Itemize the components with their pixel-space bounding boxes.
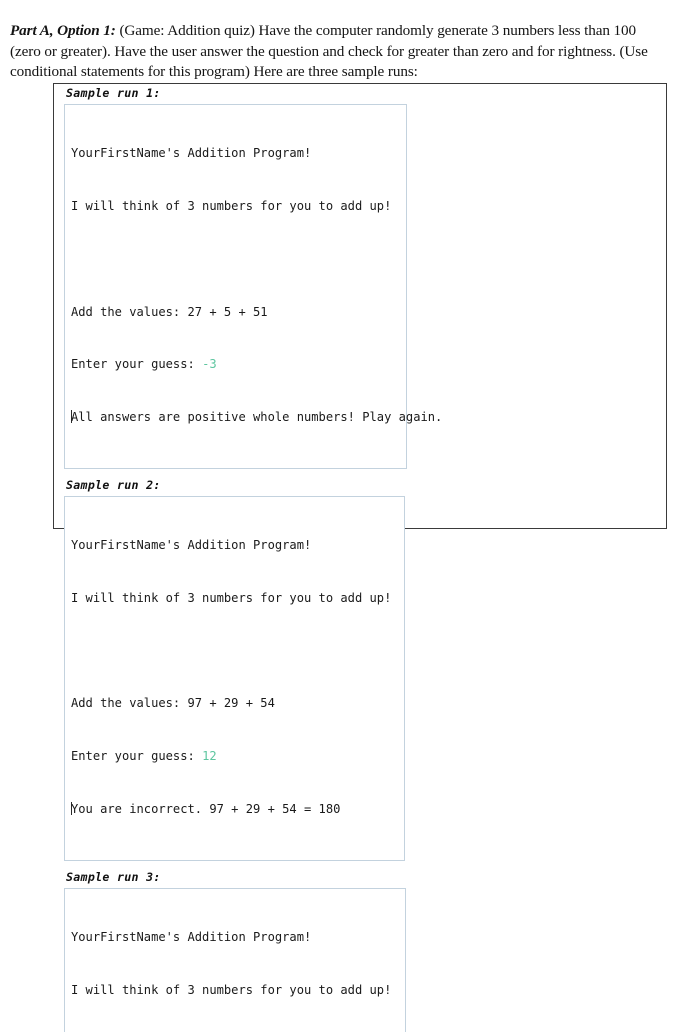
prompt-lead-label: Part A, Option 1: bbox=[10, 22, 116, 40]
console-line-title: YourFirstName's Addition Program! bbox=[71, 146, 312, 161]
console-line-blank bbox=[71, 251, 398, 269]
sample-run-group-1: Sample run 1: YourFirstName's Addition P… bbox=[64, 85, 442, 469]
sample-run-1-label: Sample run 1: bbox=[66, 86, 161, 100]
text-caret-icon bbox=[71, 410, 72, 424]
console-output-1: YourFirstName's Addition Program! I will… bbox=[64, 104, 442, 469]
guess-prompt-text: Enter your guess: bbox=[71, 357, 203, 372]
sample-run-2-label: Sample run 2: bbox=[66, 477, 161, 492]
console-line-intro: I will think of 3 numbers for you to add… bbox=[71, 198, 392, 213]
sample-run-group-2: Sample run 2: YourFirstName's Addition P… bbox=[64, 477, 407, 861]
assignment-prompt: Part A, Option 1: (Game: Addition quiz) … bbox=[10, 21, 658, 82]
guess-prompt-text: Enter your guess: bbox=[71, 749, 203, 764]
guess-entered-value: 12 bbox=[202, 749, 217, 764]
result-text: All answers are positive whole numbers! … bbox=[71, 410, 443, 425]
console-line-intro: I will think of 3 numbers for you to add… bbox=[71, 982, 392, 997]
console-output-2: YourFirstName's Addition Program! I will… bbox=[64, 495, 405, 861]
console-line-guess-prompt: Enter your guess: 12 bbox=[71, 748, 396, 766]
document-page: Part A, Option 1: (Game: Addition quiz) … bbox=[10, 21, 667, 1032]
guess-entered-value: -3 bbox=[202, 357, 217, 372]
console-line-values: Add the values: 97 + 29 + 54 bbox=[71, 696, 275, 711]
prompt-body-text: (Game: Addition quiz) Have the computer … bbox=[10, 22, 648, 80]
console-line-title: YourFirstName's Addition Program! bbox=[71, 538, 312, 553]
console-line-intro: I will think of 3 numbers for you to add… bbox=[71, 590, 392, 605]
console-output-3: YourFirstName's Addition Program! I will… bbox=[64, 887, 406, 1032]
console-line-blank bbox=[71, 643, 396, 661]
result-text: You are incorrect. 97 + 29 + 54 = 180 bbox=[71, 801, 341, 816]
sample-runs-frame: Sample run 1: YourFirstName's Addition P… bbox=[53, 83, 667, 1032]
console-line-guess-prompt: Enter your guess: -3 bbox=[71, 356, 398, 374]
sample-runs-list: Sample run 1: YourFirstName's Addition P… bbox=[54, 84, 442, 1032]
console-line-title: YourFirstName's Addition Program! bbox=[71, 929, 312, 944]
console-line-values: Add the values: 27 + 5 + 51 bbox=[71, 304, 268, 319]
sample-run-3-label: Sample run 3: bbox=[66, 869, 161, 884]
sample-run-group-3: Sample run 3: YourFirstName's Addition P… bbox=[64, 869, 407, 1032]
console-line-result: You are incorrect. 97 + 29 + 54 = 180 bbox=[71, 801, 396, 819]
console-line-result: All answers are positive whole numbers! … bbox=[71, 409, 442, 427]
